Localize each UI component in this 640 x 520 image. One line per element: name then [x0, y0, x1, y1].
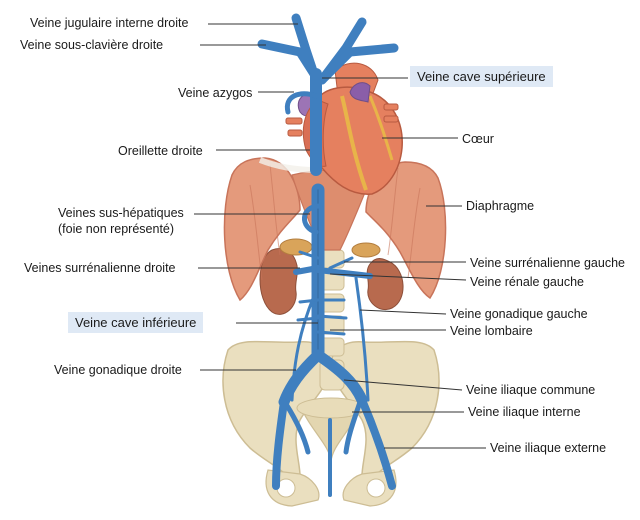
leader-lines	[194, 23, 486, 449]
label-veines-sus-hepatiques: Veines sus-hépatiques	[58, 206, 184, 220]
label-foie-non-represente: (foie non représenté)	[58, 222, 175, 236]
label-veine-lombaire: Veine lombaire	[450, 324, 533, 338]
label-veine-cave-superieure: Veine cave supérieure	[410, 66, 553, 87]
label-diaphragme: Diaphragme	[466, 199, 535, 213]
label-veine-renale-gauche: Veine rénale gauche	[470, 275, 584, 289]
label-oreillette-droite: Oreillette droite	[118, 144, 203, 158]
vein-tree-illustration	[257, 13, 399, 497]
label-veine-cave-inferieure: Veine cave inférieure	[68, 312, 204, 333]
label-veine-gonadique-gauche: Veine gonadique gauche	[450, 307, 588, 321]
label-veine-azygos: Veine azygos	[178, 86, 253, 100]
label-veine-sous-claviere: Veine sous-clavière droite	[20, 38, 164, 52]
label-veine-jugulaire: Veine jugulaire interne droite	[30, 16, 189, 30]
kidney-illustration	[259, 238, 404, 315]
label-veine-iliaque-commune: Veine iliaque commune	[466, 383, 596, 397]
label-veine-gonadique-droite: Veine gonadique droite	[54, 363, 182, 377]
label-veine-iliaque-externe: Veine iliaque externe	[490, 441, 607, 455]
label-veines-surrenalienne-droite: Veines surrénalienne droite	[24, 261, 176, 275]
label-coeur: Cœur	[462, 132, 494, 146]
label-veine-iliaque-interne: Veine iliaque interne	[468, 405, 581, 419]
label-veine-surrenalienne-gauche: Veine surrénalienne gauche	[470, 256, 625, 270]
